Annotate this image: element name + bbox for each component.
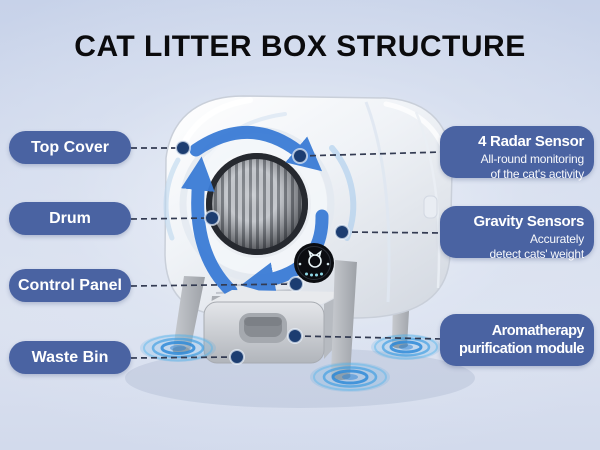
- side-latch: [423, 195, 438, 219]
- connector-dot-top-cover: [175, 140, 191, 156]
- callout-gravity-sensors: Gravity Sensors Accurately detect cats' …: [440, 206, 594, 261]
- cover-seam: [364, 101, 391, 303]
- callout-aroma-line2: purification module: [458, 341, 585, 357]
- callout-radar-sub1: All-round monitoring: [480, 151, 585, 166]
- callout-gravity-sub1: Accurately: [529, 231, 584, 246]
- control-panel-display: [294, 243, 334, 283]
- radar-ripple-icon: [310, 362, 390, 392]
- panel-status-icons: [305, 272, 323, 277]
- callout-gravity-sub2: detect cats' weight: [489, 246, 584, 261]
- glow-arc: [163, 157, 181, 241]
- connector-dot-drum: [204, 210, 220, 226]
- connector-dot-waste-bin: [229, 349, 245, 365]
- label-drum: Drum: [9, 202, 131, 235]
- connector-dot-radar: [292, 148, 308, 164]
- connector-dot-aroma: [287, 328, 303, 344]
- connector-dot-control-panel: [288, 276, 304, 292]
- connector-dots: [175, 140, 350, 365]
- glow-arc: [329, 145, 357, 241]
- ground-shadow: [125, 348, 475, 408]
- cat-icon: [308, 250, 322, 268]
- label-waste-bin: Waste Bin: [9, 341, 131, 374]
- callout-radar-heading: 4 Radar Sensor: [478, 133, 584, 150]
- connector-lines: [130, 147, 445, 359]
- callout-gravity-heading: Gravity Sensors: [473, 213, 584, 230]
- callout-aromatherapy: Aromatherapy purification module: [440, 314, 594, 366]
- label-top-cover: Top Cover: [9, 131, 131, 164]
- callout-radar-sub2: of the cat's activity: [490, 166, 585, 181]
- waste-bin-drawer: [203, 290, 345, 364]
- label-control-panel: Control Panel: [9, 269, 131, 302]
- connector-dot-gravity: [334, 224, 350, 240]
- radar-ripple-icon: [371, 334, 441, 360]
- callout-aroma-line1: Aromatherapy: [491, 322, 585, 339]
- page-title: CAT LITTER BOX STRUCTURE: [74, 30, 526, 63]
- radar-ripple-icon: [140, 334, 216, 362]
- callout-radar-sensor: 4 Radar Sensor All-round monitoring of t…: [440, 126, 594, 181]
